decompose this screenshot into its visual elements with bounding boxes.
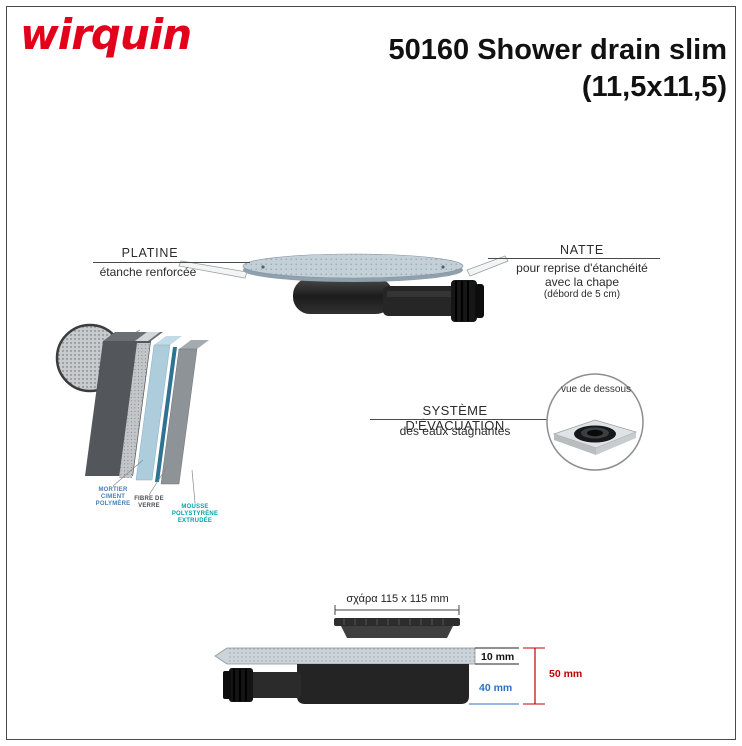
product-title-line2: (11,5x11,5) — [581, 71, 727, 103]
floor-layers-drawing — [55, 323, 209, 504]
dim-10mm-label: 10 mm — [481, 651, 515, 663]
platine-leader-line — [93, 262, 250, 263]
platine-subtitle: étanche renforcée — [99, 265, 197, 279]
underside-detail-caption: vue de dessous — [560, 384, 632, 395]
layer-label-fibre: FIBRE DE VERRE — [134, 496, 164, 509]
dim-40mm-label: 40 mm — [479, 682, 513, 694]
evacuation-subtitle: des eaux stagnantes — [399, 424, 511, 438]
natte-label: NATTE — [559, 243, 605, 257]
natte-subtitle-2: avec la chape — [544, 275, 620, 289]
drain-side-view-drawing — [178, 253, 509, 322]
evacuation-leader-line — [370, 419, 547, 420]
underside-detail-drawing — [546, 373, 644, 471]
cross-section-drawing — [214, 605, 545, 705]
platine-label: PLATINE — [121, 246, 179, 260]
product-title-line1: 50160 Shower drain slim — [388, 34, 727, 66]
layer-label-mortier: MORTIER CIMENT POLYMÈRE — [95, 487, 131, 507]
dim-50mm-label: 50 mm — [549, 668, 583, 680]
natte-subtitle-1: pour reprise d'étanchéité — [516, 261, 648, 275]
evacuation-title: SYSTÈME D'ÉVACUATION — [405, 403, 505, 433]
natte-subtitle-3: (débord de 5 cm) — [543, 289, 621, 300]
grate-dimension-label: σχάρα 115 x 115 mm — [346, 593, 449, 605]
natte-leader-line — [488, 258, 660, 259]
layer-label-mousse: MOUSSE POLYSTYRÈNE EXTRUDÉE — [171, 504, 219, 524]
wirquin-logo: wirquin — [20, 10, 192, 59]
product-title: 50160 Shower drain slim (11,5x11,5) — [389, 32, 727, 106]
